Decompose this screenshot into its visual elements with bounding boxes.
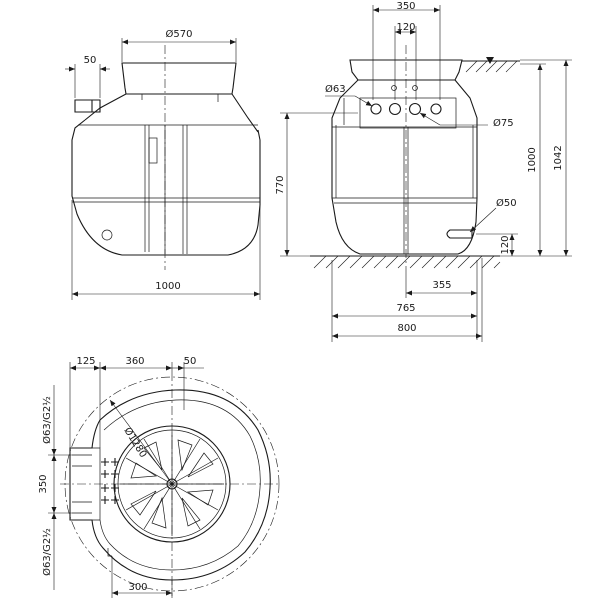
- side-pipe-75-b: [408, 102, 422, 116]
- side-view: 350 120 Ø63 Ø75 Ø50 770 1000 1042: [275, 1, 572, 342]
- dim-50t-label: 50: [184, 356, 197, 367]
- side-pipe-63-right: [430, 103, 442, 115]
- top-view: 125 360 50 Ø1280 Ø63/G2½ 350 Ø63/G2½ 300: [38, 356, 280, 598]
- top-inner-outline: [99, 399, 261, 571]
- ground-hatch: [313, 255, 501, 269]
- side-pipe-75-a: [388, 102, 402, 116]
- side-rim-mid: [332, 197, 477, 204]
- dim-63-label: Ø63: [325, 83, 346, 95]
- dim-75-label: Ø75: [493, 117, 514, 129]
- dim-360-label: 360: [125, 356, 144, 367]
- dim-120v-label: 120: [500, 235, 511, 254]
- dim-g-bottom-label: Ø63/G2½: [41, 528, 53, 576]
- dim-1000v-label: 1000: [527, 147, 538, 172]
- dim-350-label: 350: [396, 1, 415, 12]
- dim-570-label: Ø570: [166, 28, 193, 40]
- side-outlet-pipe: [446, 229, 473, 239]
- dim-1042-label: 1042: [553, 145, 564, 170]
- side-inner-left: [335, 98, 345, 198]
- dim-50-label: 50: [84, 55, 97, 66]
- front-top-detail: [141, 94, 219, 102]
- side-small-port-a: [391, 85, 397, 91]
- front-drain-plug: [101, 229, 113, 241]
- top-tank-outline: [69, 389, 271, 581]
- dim-leader-63-arrow: [354, 95, 373, 107]
- side-pipe-panel: [359, 97, 457, 129]
- side-pipe-63-left: [370, 103, 382, 115]
- dim-1000-label: 1000: [155, 281, 180, 292]
- front-view: Ø570 50 1000: [65, 28, 261, 300]
- soil-hatch: [465, 60, 518, 73]
- front-sight-window: [148, 137, 158, 164]
- side-small-port-b: [412, 85, 418, 91]
- top-pipe-holes: [72, 454, 119, 514]
- dim-800-label: 800: [397, 323, 416, 334]
- dim-g-top-label: Ø63/G2½: [41, 396, 53, 444]
- dim-125-label: 125: [76, 356, 95, 367]
- front-rib-left: [144, 125, 150, 252]
- dim-leader-50: [469, 207, 497, 233]
- front-rib-right: [182, 125, 188, 254]
- dim-50-label: Ø50: [496, 197, 517, 209]
- top-bottom-stub: [107, 548, 112, 557]
- dim-leader-1280: [109, 399, 173, 485]
- dim-120-label: 120: [396, 22, 415, 33]
- side-rib: [403, 127, 409, 254]
- dim-1280-label: Ø1280: [121, 425, 149, 460]
- front-inlet-pipe: [74, 99, 101, 113]
- dim-leader-75: [419, 112, 441, 126]
- front-tank-body: [71, 119, 261, 256]
- front-lid: [121, 62, 237, 95]
- dim-355-label: 355: [432, 280, 451, 291]
- side-tank-body: [331, 79, 478, 255]
- dim-770-label: 770: [275, 175, 286, 194]
- ground-level-marker: [486, 57, 494, 64]
- dim-765-label: 765: [396, 303, 415, 314]
- dim-350t-label: 350: [38, 474, 49, 493]
- dim-300-label: 300: [128, 582, 147, 593]
- front-shoulder: [84, 93, 259, 133]
